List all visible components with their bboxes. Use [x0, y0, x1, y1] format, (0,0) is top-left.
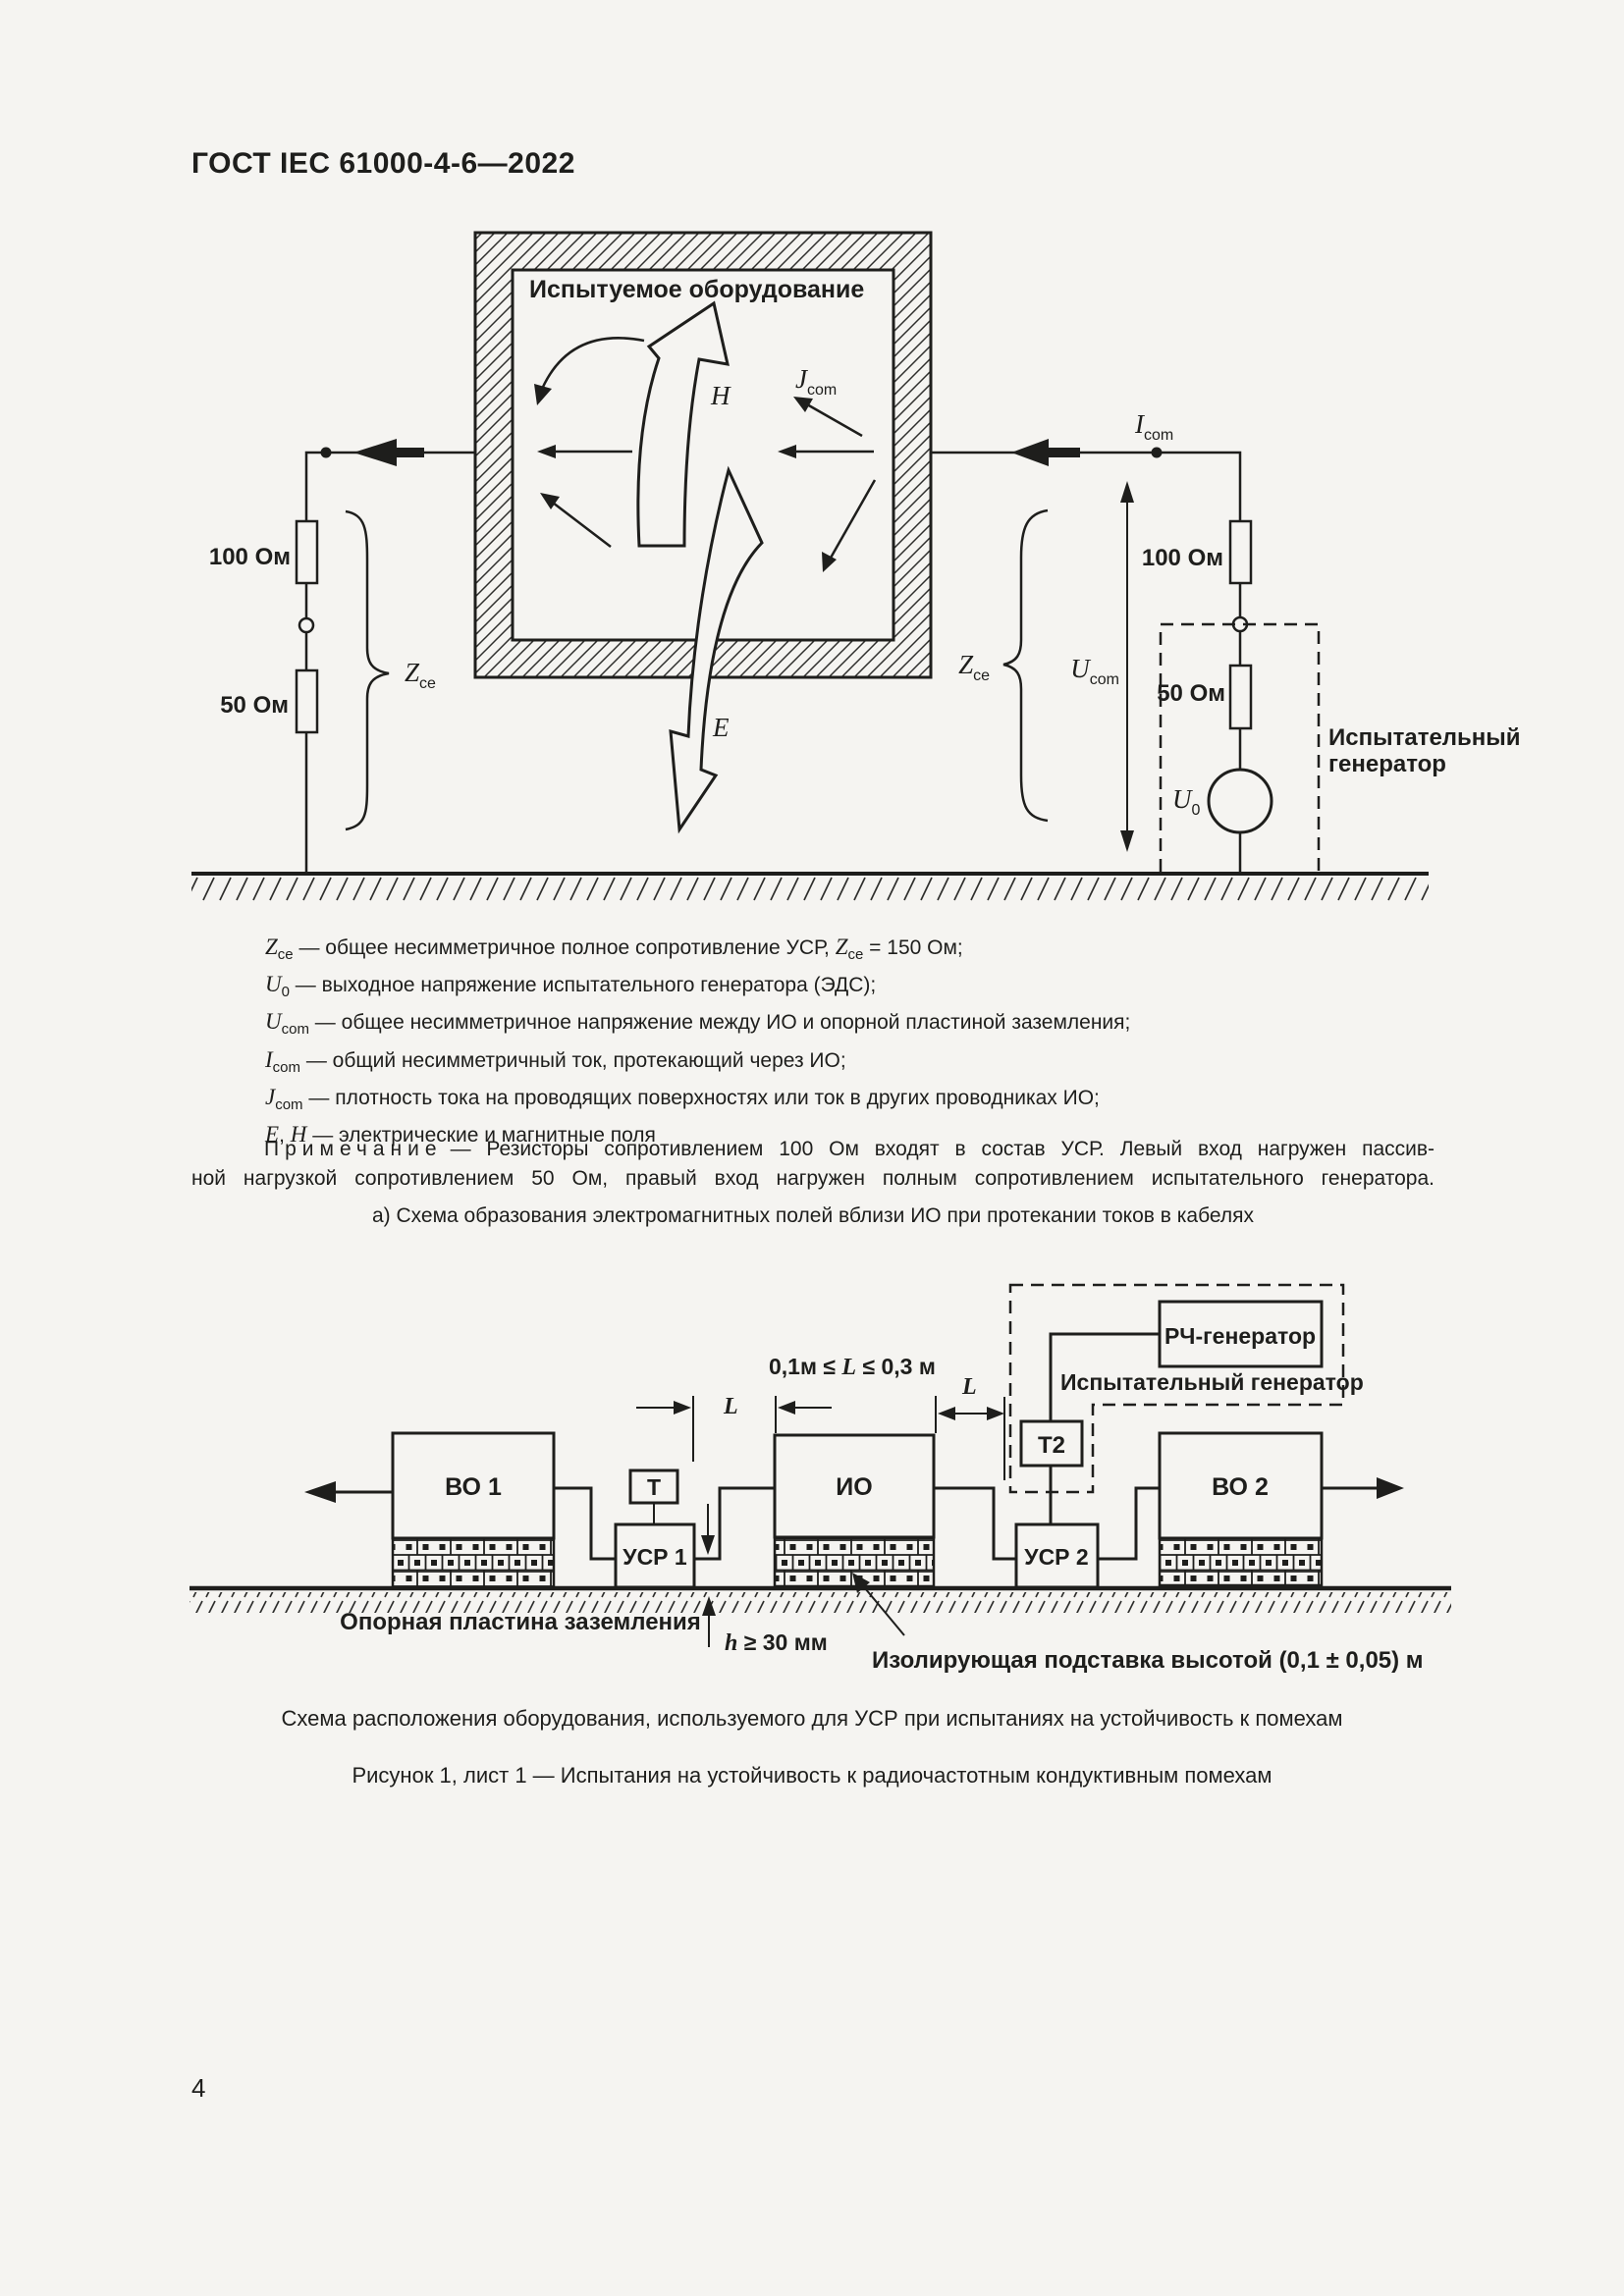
cdn2-label: УСР 2	[1024, 1544, 1088, 1570]
ae1-support	[391, 1536, 556, 1589]
legend-line-jcom: Jcom — плотность тока на проводящих пове…	[265, 1084, 1100, 1113]
t2-box	[1019, 1419, 1084, 1468]
test-generator-label: Испытательный генератор	[1060, 1369, 1364, 1395]
page-number: 4	[191, 2073, 206, 2103]
legend-line-eh: E, H — электрические и магнитные поля	[265, 1122, 656, 1148]
ae2-label: ВО 2	[1212, 1473, 1269, 1501]
test-generator-dashed-outline	[1008, 1283, 1345, 1494]
dimension-annotations: L L 0,1м ≤ L ≤ 0,3 м h ≥ 30 мм Изолирующ…	[636, 1354, 1424, 1674]
node-dot-right	[1151, 447, 1163, 458]
ae2-box	[1158, 1431, 1324, 1540]
resistor-50-right-label: 50 Ом	[1157, 680, 1225, 707]
h-field-arrow	[636, 300, 730, 548]
test-generator-dashed-box	[1159, 622, 1321, 872]
ground-hatch	[191, 877, 1429, 901]
t-box	[628, 1468, 679, 1505]
voltage-source-u0	[1207, 768, 1273, 834]
resistor-100-left-label: 100 Ом	[209, 544, 291, 570]
eut-label: Испытуемое оборудование	[529, 276, 864, 303]
dim-l-right-label: L	[961, 1374, 977, 1400]
node-dot-left	[320, 447, 332, 458]
current-arrows	[537, 397, 877, 572]
rf-generator-box	[1158, 1300, 1324, 1368]
figure-title: Рисунок 1, лист 1 — Испытания на устойчи…	[352, 1763, 1272, 1788]
i-com-label: Icom	[1134, 409, 1173, 444]
caption-a: а) Схема образования электромагнитных по…	[371, 1204, 1254, 1227]
ae1-box	[391, 1431, 556, 1540]
rf-generator-label: РЧ-генератор	[1164, 1323, 1316, 1349]
note-label: Примечание	[264, 1138, 443, 1160]
support-label: Изолирующая подставка высотой (0,1 ± 0,0…	[872, 1647, 1424, 1674]
zce-right-label: Zce	[958, 650, 990, 684]
eut-label: ИО	[836, 1473, 872, 1501]
ground-plate-label: Опорная пластина заземления	[340, 1609, 701, 1635]
u0-label: U0	[1172, 784, 1201, 819]
t-label: Т	[647, 1474, 661, 1500]
test-generator-label-2: генератор	[1328, 751, 1446, 777]
cdn1-box	[614, 1522, 696, 1589]
cable-height-up-arrow	[702, 1596, 716, 1616]
j-com-label: Jcom	[795, 364, 837, 399]
resistor-100-right-label: 100 Ом	[1142, 545, 1223, 571]
note-text-line1: — Резисторы сопротивлением 100 Ом входят…	[450, 1138, 1435, 1160]
zce-brace-right	[1002, 508, 1049, 823]
resistor-50-left	[295, 668, 319, 734]
equipment-boxes: ВО 1 Т УСР 1 ИО УСР 2 ВО 2	[391, 1431, 1324, 1589]
resistor-100-left	[295, 519, 319, 585]
thick-arrow-right	[1011, 439, 1049, 466]
right-branch: Icom 100 Ом 50 Ом U0 Испытательный генер…	[931, 409, 1521, 872]
dim-range-label: 0,1м ≤ L ≤ 0,3 м	[769, 1354, 936, 1380]
resistor-50-left-label: 50 Ом	[220, 692, 289, 719]
dim-l-left-label: L	[723, 1394, 738, 1419]
legend-line-u0: U0 — выходное напряжение испытательного …	[265, 972, 877, 1001]
figure2-caption: Схема расположения оборудования, использ…	[281, 1706, 1343, 1731]
cable-arrow-right	[1377, 1477, 1404, 1499]
note: Примечание — Резисторы сопротивлением 100…	[191, 1135, 1435, 1194]
resistor-50-right	[1228, 664, 1253, 730]
ae2-support	[1158, 1536, 1324, 1587]
note-text-line2: ной нагрузкой сопротивлением 50 Ом, прав…	[191, 1167, 1435, 1190]
e-field-arrow	[669, 465, 764, 834]
generator-wire	[1049, 1332, 1160, 1524]
cdn1-label: УСР 1	[623, 1544, 687, 1570]
legend-line-ucom: Ucom — общее несимметричное напряжение м…	[265, 1009, 1131, 1039]
h-field-label: H	[710, 381, 731, 410]
cdn2-box	[1014, 1522, 1100, 1589]
zce-left-label: Zce	[405, 658, 436, 692]
test-generator-label-1: Испытательный	[1328, 724, 1521, 751]
ae1-label: ВО 1	[445, 1473, 502, 1501]
legend-line-icom: Icom — общий несимметричный ток, протека…	[265, 1046, 846, 1076]
cable-height-down-arrow	[701, 1535, 715, 1555]
terminal-left	[298, 616, 315, 634]
field-arc-arrow	[538, 337, 645, 395]
left-branch: 100 Ом 50 Ом Zce	[209, 439, 475, 872]
field-arc-arrowhead	[534, 384, 552, 405]
e-field-label: E	[712, 713, 730, 742]
ground-hatch	[189, 1592, 1451, 1613]
figure1-schematic: Испытуемое оборудование H E Jcom	[191, 231, 1521, 901]
eut-box	[773, 1433, 936, 1539]
page-title: ГОСТ IEC 61000-4-6—2022	[191, 147, 575, 180]
cables	[304, 1477, 1404, 1561]
cable-arrow-left	[304, 1481, 336, 1503]
resistor-100-right	[1228, 519, 1253, 585]
support-pointer-arrowhead	[852, 1573, 870, 1593]
figure1-legend: Zce — общее несимметричное полное сопрот…	[265, 933, 1130, 1150]
ucom-label: Ucom	[1070, 654, 1119, 688]
figure2-arrangement: РЧ-генератор Испытательный генератор Т2 …	[189, 1283, 1451, 1674]
zce-brace-left	[345, 509, 390, 831]
t2-label: Т2	[1038, 1432, 1065, 1459]
thick-arrow-left	[353, 439, 397, 466]
height-label: h ≥ 30 мм	[725, 1629, 828, 1656]
legend-line-zce: Zce — общее несимметричное полное сопрот…	[265, 934, 963, 963]
